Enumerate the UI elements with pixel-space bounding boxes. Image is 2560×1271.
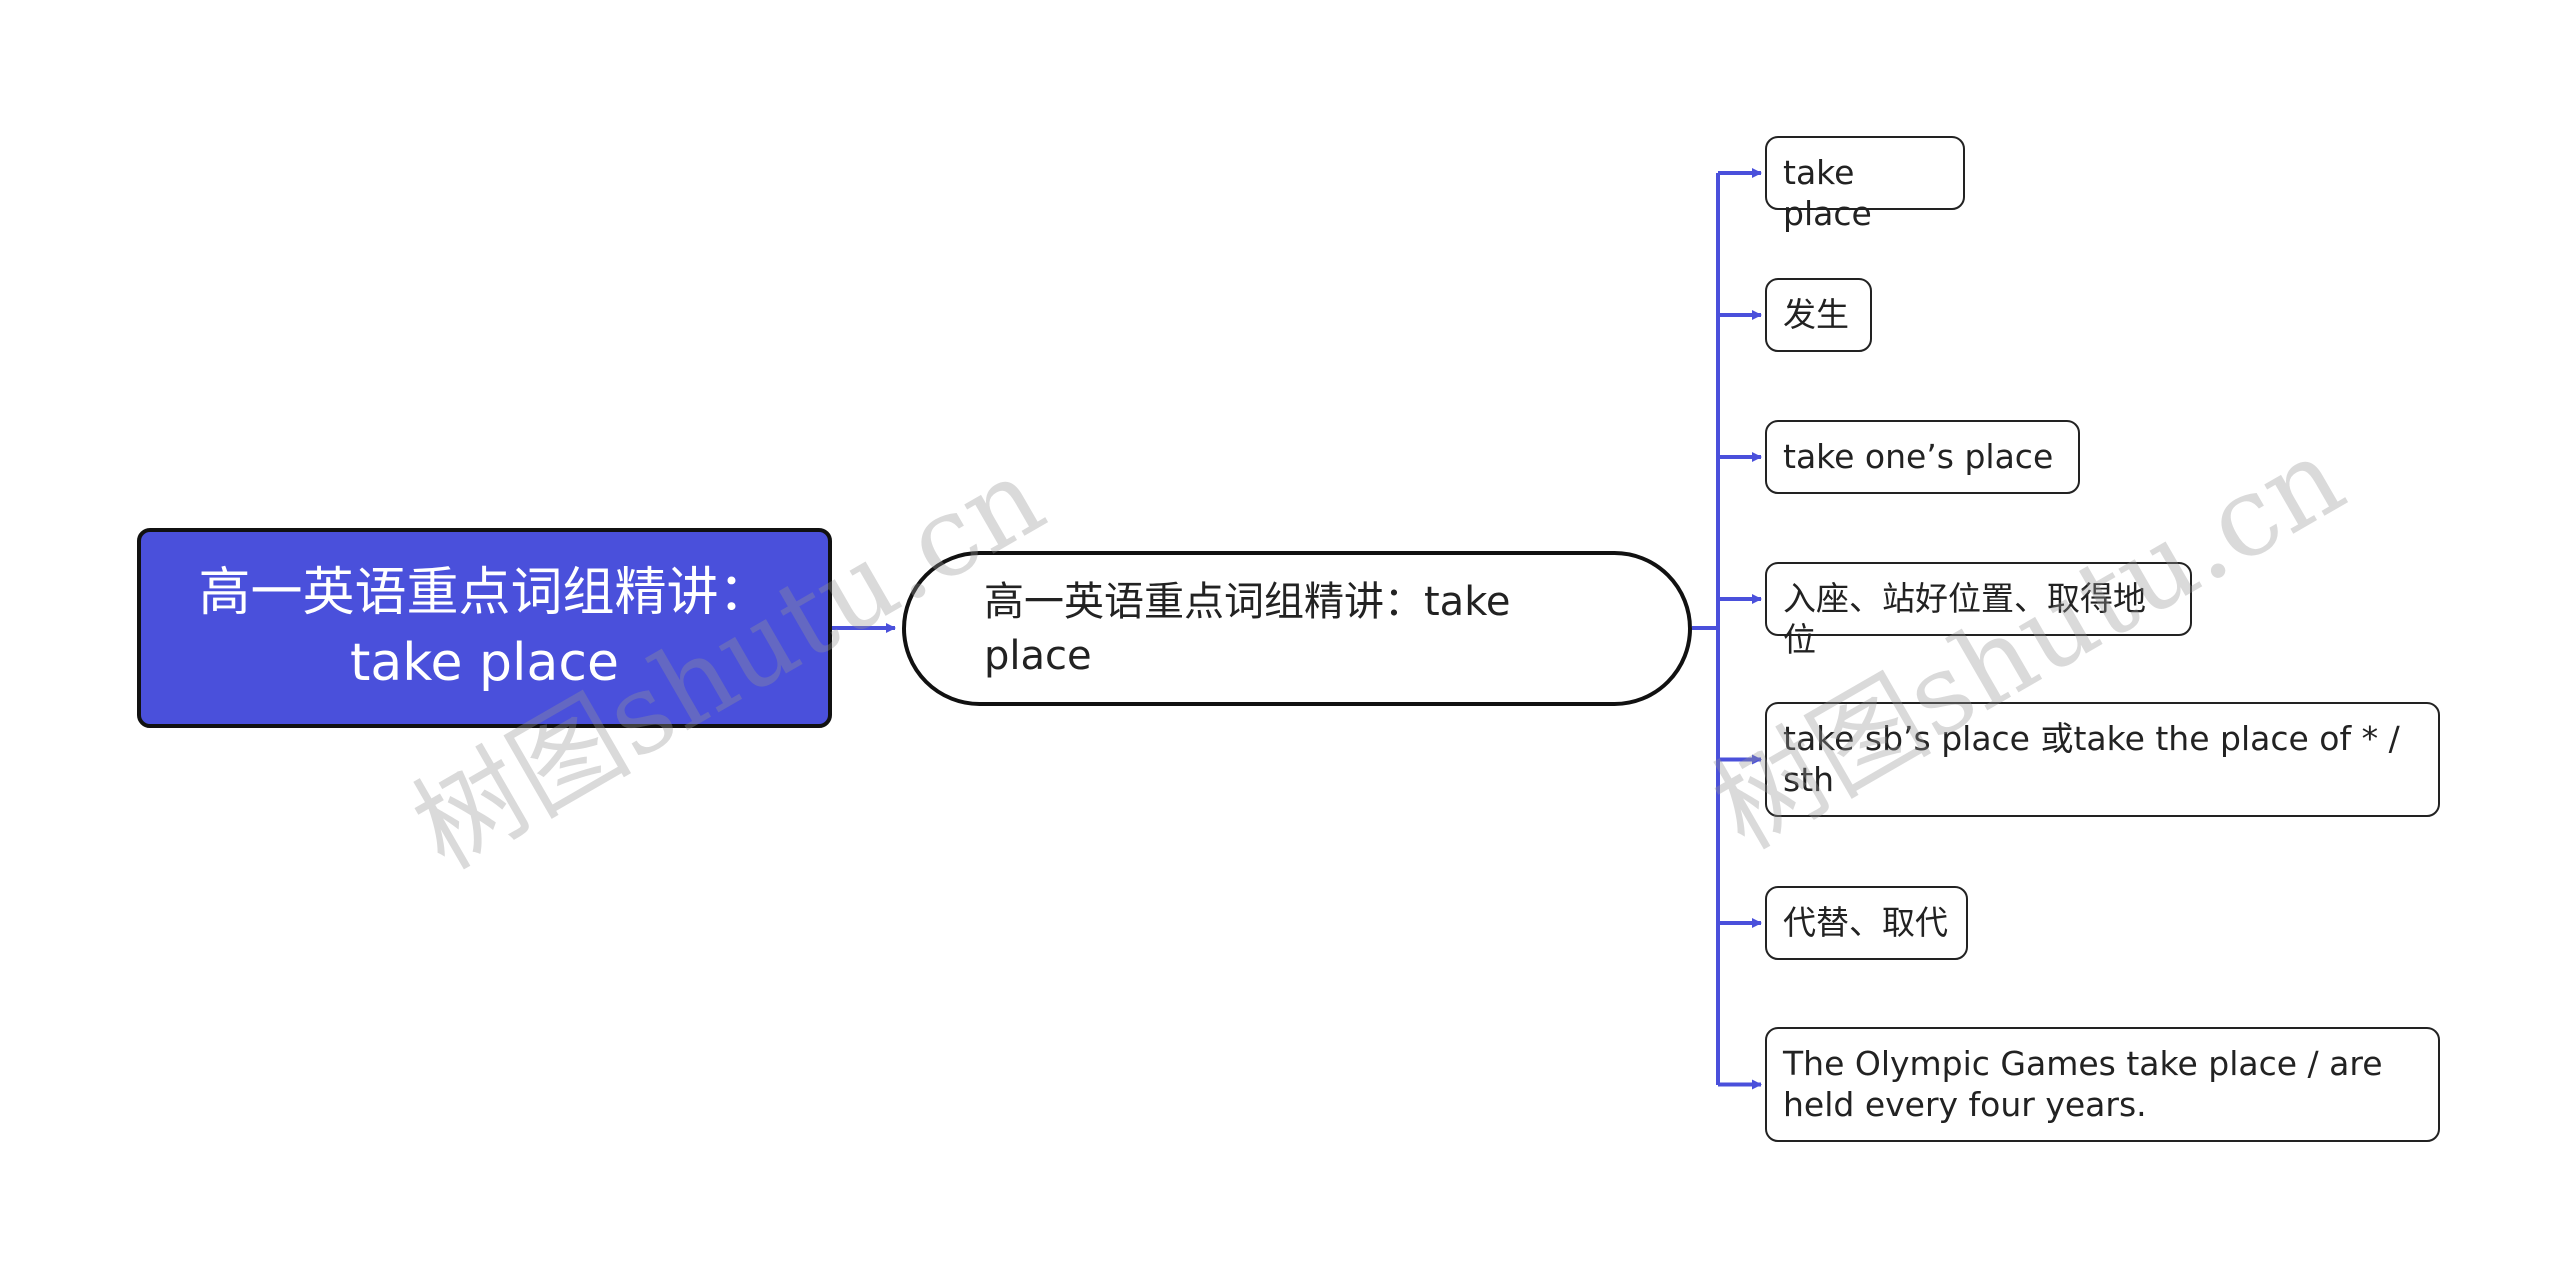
leaf-label: 发生 — [1783, 295, 1849, 334]
leaf-label: take place — [1783, 153, 1872, 233]
root-label-line-2: take place — [350, 633, 619, 693]
leaf-connectors — [1718, 168, 1762, 1090]
root-label-line-1: 高一英语重点词组精讲： — [198, 563, 771, 623]
leaf-node[interactable]: 入座、站好位置、取得地位 — [1765, 562, 2192, 659]
leaf-node[interactable]: take place — [1765, 136, 1965, 233]
leaf-node[interactable]: take sb’s place 或take the place of * / s… — [1765, 702, 2440, 817]
root-node[interactable]: 高一英语重点词组精讲： take place — [137, 528, 832, 728]
topic-node[interactable]: 高一英语重点词组精讲：take place — [902, 551, 1692, 706]
leaf-label: 代替、取代 — [1783, 903, 1948, 942]
leaf-node[interactable]: 代替、取代 — [1765, 886, 1968, 960]
leaf-node[interactable]: take one’s place — [1765, 420, 2080, 494]
leaf-label: 入座、站好位置、取得地位 — [1783, 579, 2146, 659]
leaf-node[interactable]: The Olympic Games take place / are held … — [1765, 1027, 2440, 1142]
leaf-label: The Olympic Games take place / are held … — [1783, 1044, 2383, 1124]
topic-label: 高一英语重点词组精讲：take place — [984, 579, 1511, 679]
leaf-label: take one’s place — [1783, 437, 2054, 476]
leaf-node[interactable]: 发生 — [1765, 278, 1872, 352]
root-label: 高一英语重点词组精讲： take place — [198, 558, 770, 698]
leaf-label: take sb’s place 或take the place of * / s… — [1783, 719, 2400, 799]
